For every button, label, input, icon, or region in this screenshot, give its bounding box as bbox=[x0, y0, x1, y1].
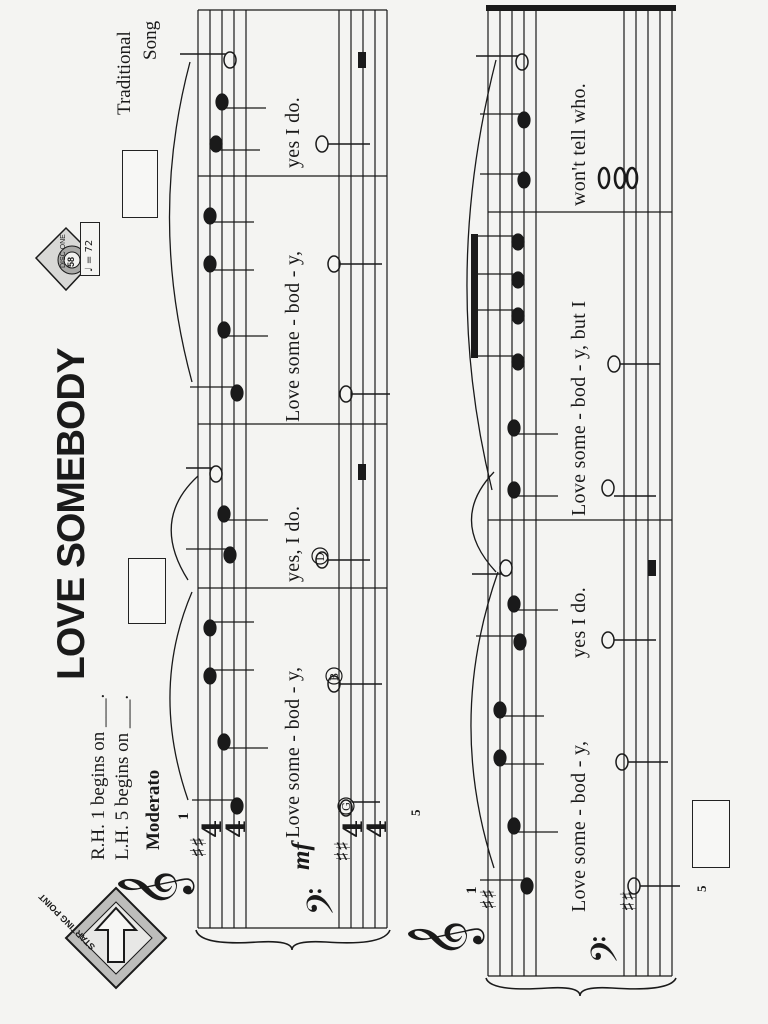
starting-point-badge: STARTING POINT bbox=[37, 886, 168, 990]
answer-box-2[interactable] bbox=[128, 558, 166, 624]
time-signature: 4 bbox=[222, 820, 252, 838]
composer-line-2: Song bbox=[140, 20, 161, 60]
treble-clef-icon: 𝄞 bbox=[408, 920, 485, 958]
slur bbox=[466, 59, 497, 491]
disc-track-number: 58 bbox=[66, 256, 76, 267]
lyrics-s1-m1: Love some - bod - y, bbox=[282, 666, 304, 838]
system1-bass-staff bbox=[338, 10, 388, 928]
beam bbox=[471, 234, 478, 358]
dynamic-marking: mf bbox=[288, 842, 315, 870]
rh-instruction: R.H. 1 begins on ___. bbox=[88, 693, 109, 860]
system2-bass-staff bbox=[623, 8, 673, 976]
lyrics-s2-m4: won't tell who. bbox=[568, 82, 590, 206]
slur bbox=[470, 471, 497, 573]
metronome-marking: ♩ = 72 bbox=[84, 239, 95, 272]
bass-clef-icon: 𝄢 bbox=[300, 888, 351, 916]
slur bbox=[170, 475, 199, 581]
key-signature: ♯♯ bbox=[477, 889, 502, 910]
key-signature: ♯♯ bbox=[187, 837, 212, 858]
slur bbox=[470, 571, 499, 869]
page-title: LOVE SOMEBODY bbox=[50, 348, 93, 680]
note-label-d: D bbox=[314, 552, 327, 561]
tempo-marking: Moderato bbox=[143, 769, 164, 850]
answer-box-1[interactable] bbox=[122, 150, 158, 218]
lyrics-s1-m2: yes, I do. bbox=[282, 505, 304, 582]
lyrics-s1-m4: yes I do. bbox=[282, 96, 304, 168]
chord-whole-notes bbox=[597, 166, 639, 190]
bass-clef-icon: 𝄢 bbox=[584, 936, 635, 964]
time-signature: 4 bbox=[198, 820, 228, 838]
lh-instruction: L.H. 5 begins on ___. bbox=[112, 694, 133, 860]
lyrics-s1-m3: Love some - bod - y, bbox=[282, 250, 304, 422]
system1-half-notes bbox=[180, 51, 390, 817]
answer-box-3[interactable] bbox=[692, 800, 730, 868]
note-label-circles bbox=[311, 547, 355, 815]
rh-finger-number: 1 bbox=[464, 886, 480, 895]
system2-rh-notes bbox=[474, 111, 558, 895]
metronome-box bbox=[80, 222, 100, 276]
key-signature: ♯♯ bbox=[617, 891, 642, 912]
lyrics-s2-m3: Love some - bod - y, but I bbox=[568, 300, 590, 516]
note-label-letters: G B D bbox=[314, 552, 353, 811]
system1-rh-notes bbox=[186, 93, 268, 815]
system2-half-notes bbox=[472, 53, 680, 895]
rh-finger-number: 1 bbox=[176, 812, 192, 821]
disc-label: DISC ONE bbox=[60, 234, 67, 268]
lh-finger-number: 5 bbox=[694, 885, 709, 893]
system1-barlines bbox=[198, 9, 387, 929]
note-label-g: G bbox=[340, 802, 353, 811]
lyrics-s2-m2: yes I do. bbox=[568, 586, 590, 658]
system2-barlines bbox=[488, 211, 672, 977]
time-signature: 4 bbox=[339, 820, 369, 838]
composer-line-1: Traditional bbox=[114, 31, 135, 115]
whole-rests bbox=[358, 52, 656, 576]
time-signature: 4 bbox=[363, 820, 393, 838]
lh-finger-number: 5 bbox=[408, 809, 423, 817]
system1-treble-staff bbox=[197, 10, 247, 928]
slur bbox=[168, 61, 193, 383]
lyrics-s2-m1: Love some - bod - y, bbox=[568, 740, 590, 912]
note-label-b: B bbox=[328, 673, 341, 681]
arrow-up-icon bbox=[93, 906, 139, 963]
key-signature: ♯♯ bbox=[331, 841, 356, 862]
system2-brace bbox=[485, 977, 677, 997]
final-barline bbox=[486, 5, 676, 11]
system1-brace bbox=[195, 929, 391, 951]
slur bbox=[169, 591, 193, 801]
